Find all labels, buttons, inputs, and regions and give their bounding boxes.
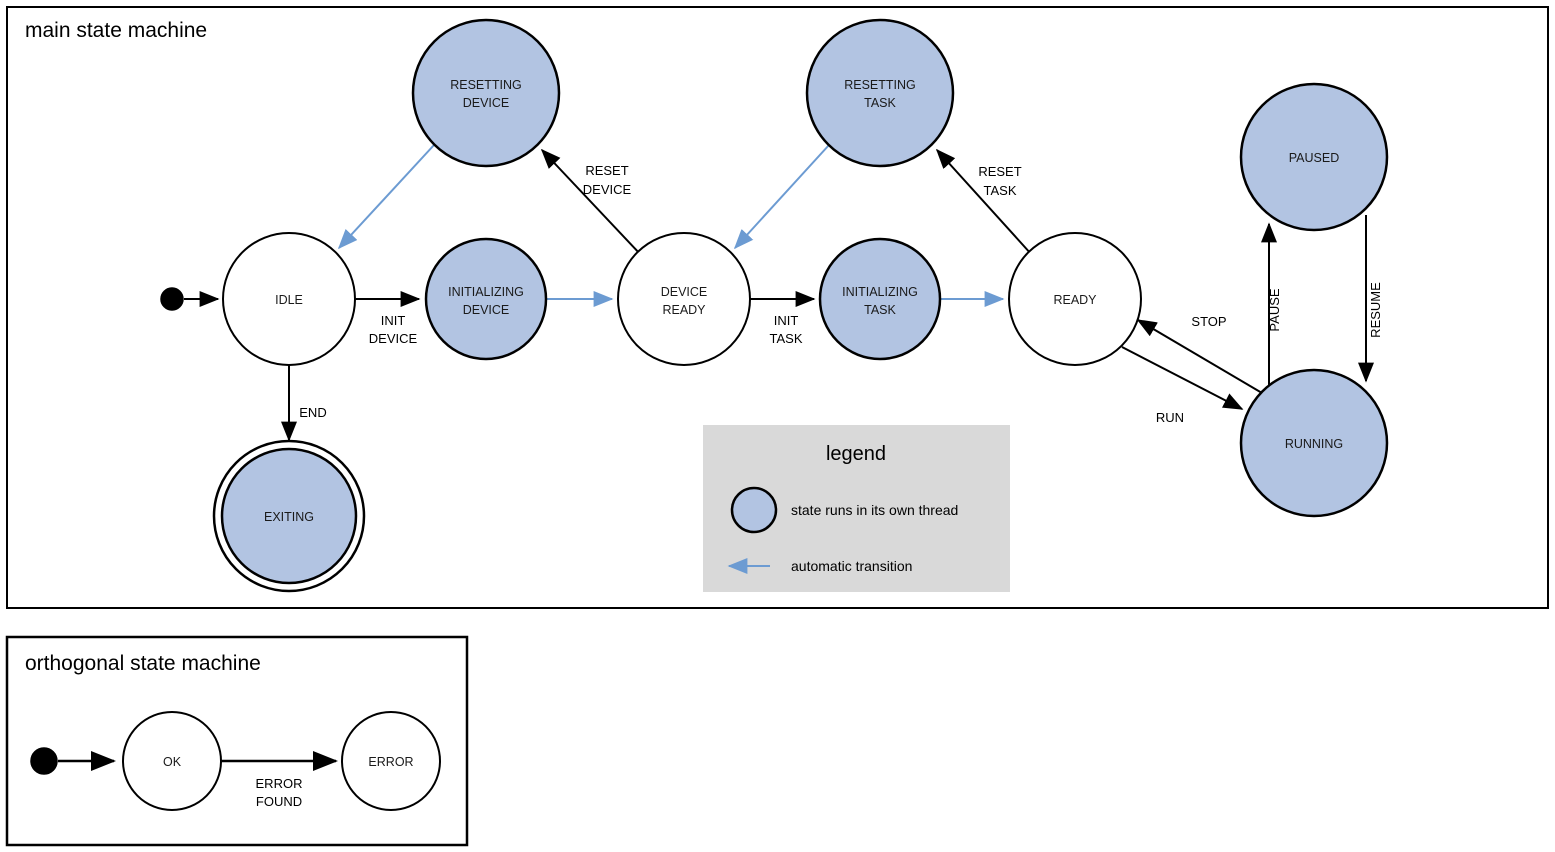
state-label-initializing-device-line1: INITIALIZING xyxy=(448,285,524,299)
state-label-initializing-task-line1: INITIALIZING xyxy=(842,285,918,299)
state-label-resetting-device-line2: DEVICE xyxy=(463,96,510,110)
transition-label-stop: STOP xyxy=(1191,314,1226,329)
state-node-initializing-device[interactable]: INITIALIZING DEVICE xyxy=(424,237,548,361)
transition-label-init-task-line2: TASK xyxy=(770,331,803,346)
orthogonal-frame-title: orthogonal state machine xyxy=(25,652,261,675)
orthogonal-frame: orthogonal state machine ERROR FOUND OK … xyxy=(5,635,469,847)
edge-ready-to-running: RUN xyxy=(1121,346,1244,425)
initial-state-marker xyxy=(160,287,184,311)
edge-idle-to-exiting: END xyxy=(281,365,327,442)
transition-label-reset-task-line2: TASK xyxy=(984,183,1017,198)
transition-label-reset-device-line2: DEVICE xyxy=(583,182,632,197)
transition-label-init-device-line2: DEVICE xyxy=(369,331,418,346)
edge-device-ready-to-resetting-device: RESET DEVICE xyxy=(540,148,642,256)
orthogonal-initial-state-marker xyxy=(30,747,58,775)
legend: legend state runs in its own thread auto… xyxy=(703,425,1010,592)
transition-label-resume: RESUME xyxy=(1368,282,1383,338)
state-node-device-ready[interactable]: DEVICE READY xyxy=(617,232,751,366)
transition-label-init-task-line1: INIT xyxy=(774,313,799,328)
state-node-resetting-device[interactable]: RESETTING DEVICE xyxy=(411,18,561,168)
state-node-error[interactable]: ERROR xyxy=(341,711,441,811)
edge-running-to-ready: STOP xyxy=(1136,314,1263,394)
transition-label-reset-device-line1: RESET xyxy=(585,163,628,178)
transition-label-run: RUN xyxy=(1156,410,1184,425)
edge-paused-to-running: RESUME xyxy=(1358,215,1383,383)
edge-start-to-ok xyxy=(30,747,117,775)
state-node-running[interactable]: RUNNING xyxy=(1239,368,1389,518)
edge-device-ready-to-initializing-task: INIT TASK xyxy=(750,291,816,346)
state-label-ok: OK xyxy=(163,755,182,769)
state-node-ready[interactable]: READY xyxy=(1008,232,1142,366)
transition-label-error-found-line2: FOUND xyxy=(256,794,302,809)
state-label-ready: READY xyxy=(1053,293,1097,307)
state-label-idle: IDLE xyxy=(275,293,303,307)
final-state-inner-ring xyxy=(220,447,358,585)
state-label-exiting: EXITING xyxy=(264,510,314,524)
legend-auto-transition-text: automatic transition xyxy=(791,558,912,574)
state-label-resetting-task-line1: RESETTING xyxy=(844,78,916,92)
edge-running-to-paused: PAUSE xyxy=(1261,222,1282,393)
edge-idle-to-initializing-device: INIT DEVICE xyxy=(355,291,421,346)
transition-label-init-device-line1: INIT xyxy=(381,313,406,328)
transition-label-pause: PAUSE xyxy=(1267,288,1282,331)
state-label-running: RUNNING xyxy=(1285,437,1343,451)
state-node-initializing-task[interactable]: INITIALIZING TASK xyxy=(818,237,942,361)
state-label-device-ready-line1: DEVICE xyxy=(661,285,708,299)
state-node-resetting-task[interactable]: RESETTING TASK xyxy=(805,18,955,168)
state-node-paused[interactable]: PAUSED xyxy=(1239,82,1389,232)
transition-label-error-found-line1: ERROR xyxy=(256,776,303,791)
state-label-device-ready-line2: READY xyxy=(662,303,706,317)
legend-title: legend xyxy=(826,443,886,465)
edge-ready-to-resetting-task: RESET TASK xyxy=(935,148,1033,256)
state-label-resetting-task-line2: TASK xyxy=(864,96,896,110)
edge-start-to-idle xyxy=(160,287,220,311)
state-node-idle[interactable]: IDLE xyxy=(222,232,356,366)
edge-resetting-task-to-device-ready xyxy=(733,144,830,250)
state-label-resetting-device-line1: RESETTING xyxy=(450,78,522,92)
edge-ok-to-error: ERROR FOUND xyxy=(221,751,339,809)
state-label-initializing-device-line2: DEVICE xyxy=(463,303,510,317)
state-node-ok[interactable]: OK xyxy=(122,711,222,811)
state-label-paused: PAUSED xyxy=(1289,151,1339,165)
state-label-error: ERROR xyxy=(368,755,413,769)
transition-label-end: END xyxy=(299,405,326,420)
state-label-initializing-task-line2: TASK xyxy=(864,303,896,317)
transition-label-reset-task-line1: RESET xyxy=(978,164,1021,179)
main-frame-title: main state machine xyxy=(25,19,207,42)
legend-thread-state-text: state runs in its own thread xyxy=(791,502,958,518)
legend-thread-state-swatch xyxy=(730,486,778,534)
edge-resetting-device-to-idle xyxy=(337,144,435,250)
state-node-exiting[interactable]: EXITING xyxy=(212,439,366,593)
